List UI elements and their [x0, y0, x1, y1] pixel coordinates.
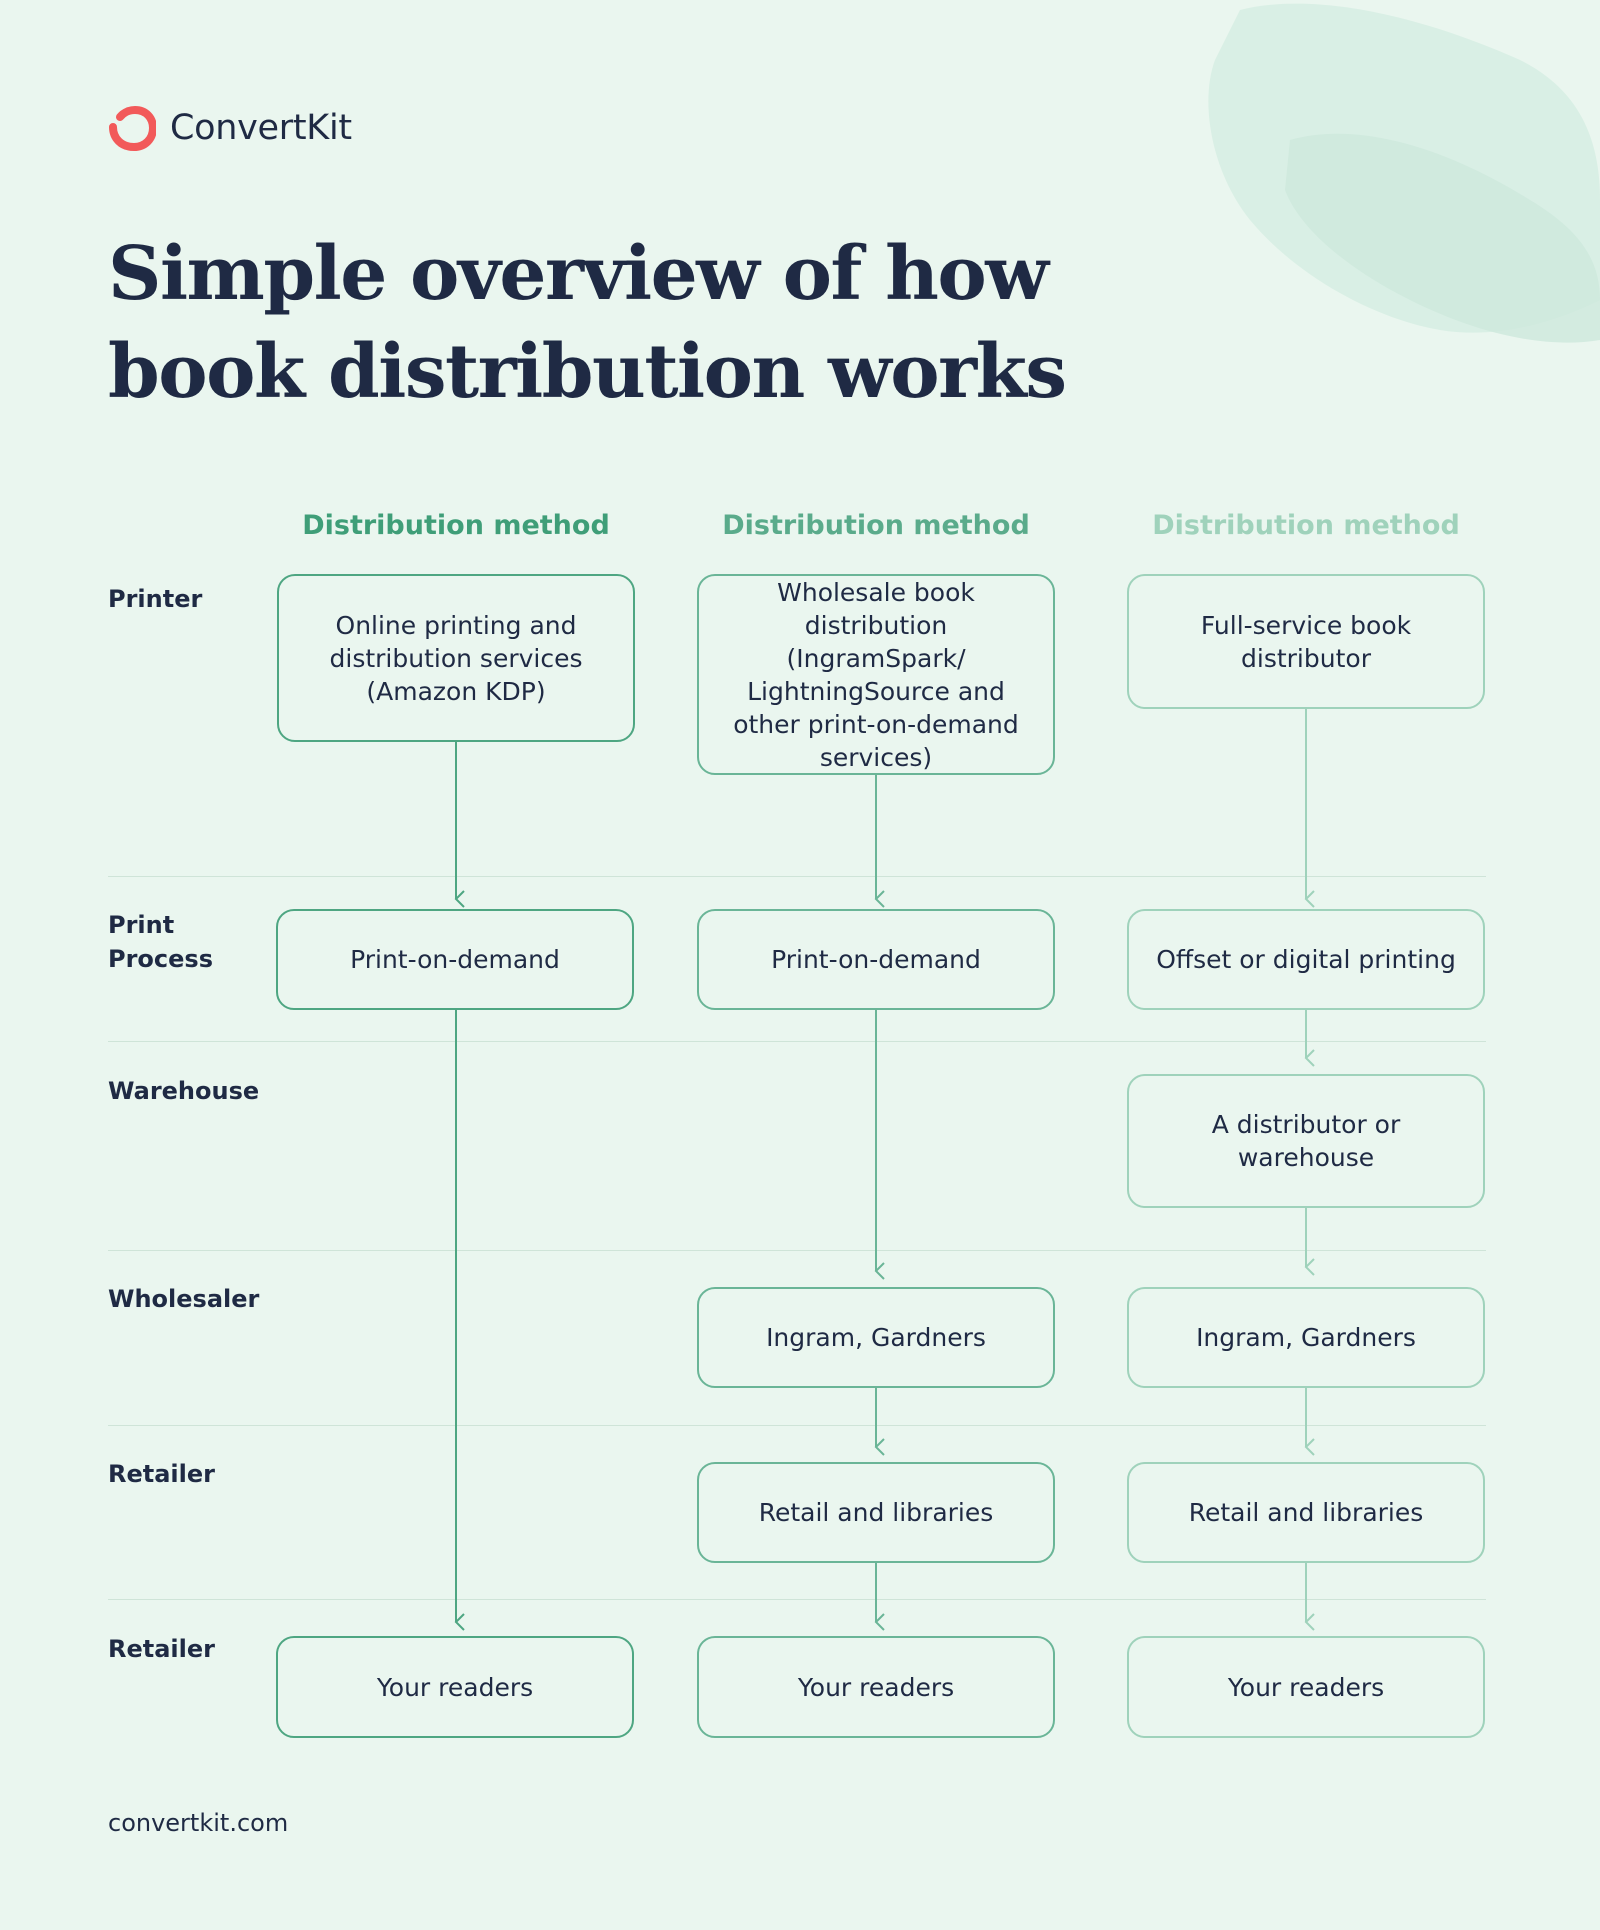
node-c3-retailer: Retail and libraries	[1127, 1462, 1485, 1563]
brand-logo[interactable]: ConvertKit	[108, 104, 352, 152]
row-separator	[108, 1041, 1486, 1042]
row-separator	[108, 1425, 1486, 1426]
row-label-wholesaler: Wholesaler	[108, 1285, 260, 1313]
title-line-1: Simple overview of how	[108, 231, 1049, 317]
row-separator	[108, 1599, 1486, 1600]
row-label-readers: Retailer	[108, 1635, 215, 1663]
footer-url[interactable]: convertkit.com	[108, 1809, 289, 1837]
column-header-1: Distribution method	[302, 510, 610, 541]
node-c2-print-process: Print-on-demand	[697, 909, 1055, 1010]
row-separator	[108, 876, 1486, 877]
node-c3-print-process: Offset or digital printing	[1127, 909, 1485, 1010]
title-line-2: book distribution works	[108, 329, 1067, 415]
node-c3-warehouse: A distributor or warehouse	[1127, 1074, 1485, 1208]
node-c3-readers: Your readers	[1127, 1636, 1485, 1738]
node-c1-readers: Your readers	[276, 1636, 634, 1738]
node-c2-readers: Your readers	[697, 1636, 1055, 1738]
node-c3-printer: Full-service book distributor	[1127, 574, 1485, 709]
column-header-2: Distribution method	[722, 510, 1030, 541]
node-c2-retailer: Retail and libraries	[697, 1462, 1055, 1563]
row-separator	[108, 1250, 1486, 1251]
node-c3-wholesaler: Ingram, Gardners	[1127, 1287, 1485, 1388]
row-label-printer: Printer	[108, 585, 203, 613]
brand-name: ConvertKit	[170, 108, 352, 148]
convertkit-logo-icon	[109, 105, 156, 152]
column-header-3: Distribution method	[1152, 510, 1460, 541]
node-c1-printer: Online printing and distribution service…	[277, 574, 635, 742]
page-title: Simple overview of how book distribution…	[108, 225, 1108, 421]
row-label-warehouse: Warehouse	[108, 1077, 260, 1105]
row-label-print-process: Print Process	[108, 911, 213, 973]
node-c1-print-process: Print-on-demand	[276, 909, 634, 1010]
row-label-retailer: Retailer	[108, 1460, 215, 1488]
node-c2-wholesaler: Ingram, Gardners	[697, 1287, 1055, 1388]
node-c2-printer: Wholesale book distribution (IngramSpark…	[697, 574, 1055, 775]
